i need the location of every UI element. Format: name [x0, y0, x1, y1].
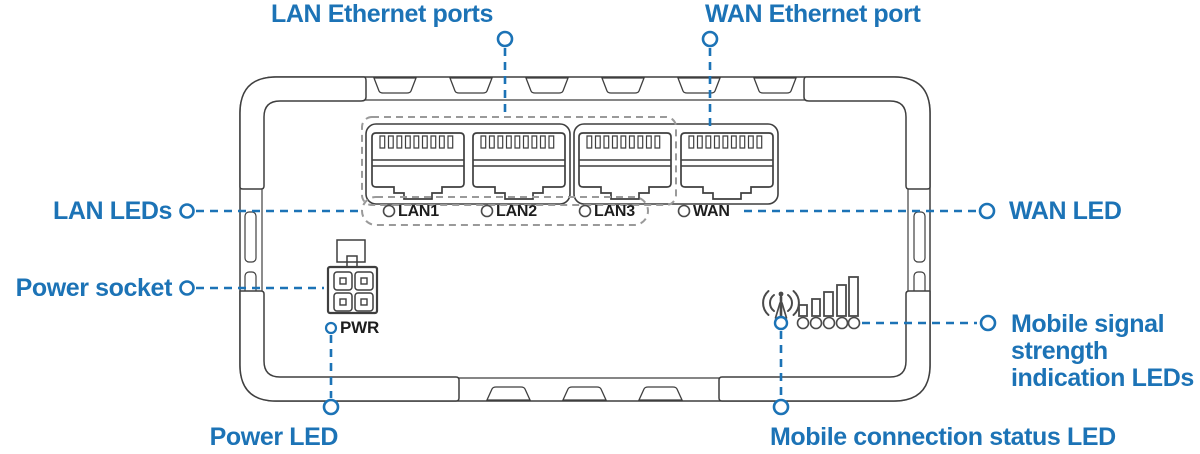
pwr-label: PWR	[340, 318, 380, 337]
lan1-jack-icon	[371, 132, 465, 200]
device-inner-rim	[261, 99, 909, 379]
device-body	[239, 76, 931, 402]
wan-led-circle	[677, 204, 691, 218]
lan3-jack-icon	[578, 132, 672, 200]
power-socket-icon	[326, 239, 379, 315]
bumper-bottom-right	[718, 290, 931, 402]
mobile-signal-line3: indication LEDs	[1011, 364, 1194, 392]
wan-port-title: WAN Ethernet port	[705, 0, 921, 28]
lan3-label: LAN3	[594, 203, 635, 220]
lan-leds-dashed-group	[361, 196, 649, 226]
mobile-signal-line1: Mobile signal	[1011, 310, 1165, 338]
pwr-led-circle	[324, 321, 338, 335]
mobile-status-led-circle	[773, 315, 789, 331]
lan-leds-label: LAN LEDs	[52, 197, 172, 225]
power-socket-label: Power socket	[15, 274, 173, 302]
mobile-signal-callout-dot	[979, 314, 997, 332]
top-vent-notches	[373, 77, 797, 94]
lan3-led-circle	[578, 204, 592, 218]
bumper-bottom-left	[239, 290, 460, 402]
wan-led-callout-dot	[978, 202, 996, 220]
mobile-signal-line2: strength	[1011, 337, 1108, 365]
power-led-callout-dot	[322, 398, 340, 416]
lan2-label: LAN2	[496, 203, 537, 220]
wan-port-callout-dot	[701, 30, 719, 48]
lan-ports-callout-dot	[496, 30, 514, 48]
lan2-led-circle	[480, 204, 494, 218]
mobile-status-callout-dot	[772, 398, 790, 416]
power-led-label: Power LED	[209, 423, 339, 451]
mobile-status-label: Mobile connection status LED	[770, 423, 1116, 451]
antenna-icon	[762, 290, 800, 320]
lan1-led-circle	[382, 204, 396, 218]
wan-led-label: WAN LED	[1009, 197, 1122, 225]
mobile-signal-label: Mobile signal strength indication LEDs	[1011, 311, 1194, 392]
signal-bars-icon	[798, 276, 859, 317]
lan-ports-dashed-group	[361, 116, 677, 206]
lan-ports-title: LAN Ethernet ports	[271, 0, 493, 28]
corner-bumpers	[239, 76, 931, 402]
lan-leds-callout-dot	[179, 203, 195, 219]
callout-leaders	[179, 30, 997, 416]
lan1-label: LAN1	[398, 203, 439, 220]
device-outline	[239, 76, 931, 402]
bumper-top-right	[803, 76, 931, 190]
signal-led-circles	[796, 316, 861, 330]
lan2-jack-icon	[472, 132, 566, 200]
wan-jack-icon	[680, 132, 774, 200]
port-led-circles	[382, 204, 691, 218]
power-socket-callout-dot	[179, 280, 195, 296]
bumper-top-left	[239, 76, 367, 190]
wan-label: WAN	[693, 203, 730, 220]
bottom-vent-notches	[485, 386, 684, 401]
